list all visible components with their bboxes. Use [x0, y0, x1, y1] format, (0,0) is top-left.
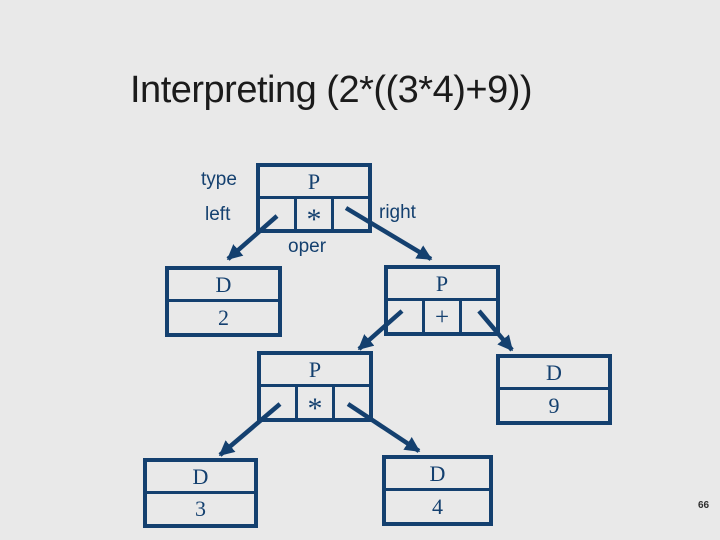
- node-right-right-value: 9: [548, 392, 560, 418]
- node-root-left-pointer-cell: [260, 199, 294, 229]
- node-right-left-oper-glyph: *: [307, 391, 323, 425]
- node-right-child: P +: [384, 265, 500, 336]
- node-root-right-pointer-cell: [334, 199, 368, 229]
- node-right-child-right-pointer-cell: [462, 301, 496, 332]
- field-label-type: type: [201, 169, 237, 190]
- node-left-child: D 2: [165, 266, 282, 337]
- node-root-pointer-row: *: [260, 199, 368, 235]
- node-root: P *: [256, 163, 372, 235]
- node-right-right: D 9: [496, 354, 612, 425]
- node-right-left-oper-cell: *: [295, 387, 335, 423]
- field-label-left: left: [205, 204, 231, 225]
- node-root-type: P: [260, 167, 368, 199]
- node-right-left-left-type: D: [147, 462, 254, 494]
- node-right-left-left-value: 3: [195, 496, 206, 521]
- node-root-oper-glyph: *: [306, 203, 322, 236]
- node-right-right-type: D: [500, 358, 608, 390]
- node-right-left-pointer-row: *: [261, 387, 369, 423]
- node-root-oper-cell: *: [294, 199, 334, 235]
- node-right-left-right-value: 4: [432, 493, 443, 519]
- node-left-child-type: D: [169, 270, 278, 302]
- field-label-oper: oper: [288, 236, 327, 257]
- node-right-left-right: D 4: [382, 455, 493, 526]
- node-right-child-oper-cell: +: [422, 301, 462, 332]
- node-right-left-type: P: [261, 355, 369, 387]
- node-right-child-oper-glyph: +: [434, 304, 450, 331]
- node-left-child-value: 2: [218, 304, 229, 330]
- node-right-left-left-pointer-cell: [261, 387, 295, 418]
- node-right-left-left: D 3: [143, 458, 258, 528]
- node-right-child-pointer-row: +: [388, 301, 496, 332]
- node-right-left: P *: [257, 351, 373, 423]
- field-label-right: right: [379, 202, 416, 223]
- slide-title: Interpreting (2*((3*4)+9)): [130, 69, 533, 111]
- node-right-left-right-pointer-cell: [335, 387, 369, 418]
- node-right-child-left-pointer-cell: [388, 301, 422, 332]
- node-right-child-type: P: [388, 269, 496, 301]
- slide-page-number: 66: [698, 500, 710, 511]
- node-right-left-right-type: D: [386, 459, 489, 491]
